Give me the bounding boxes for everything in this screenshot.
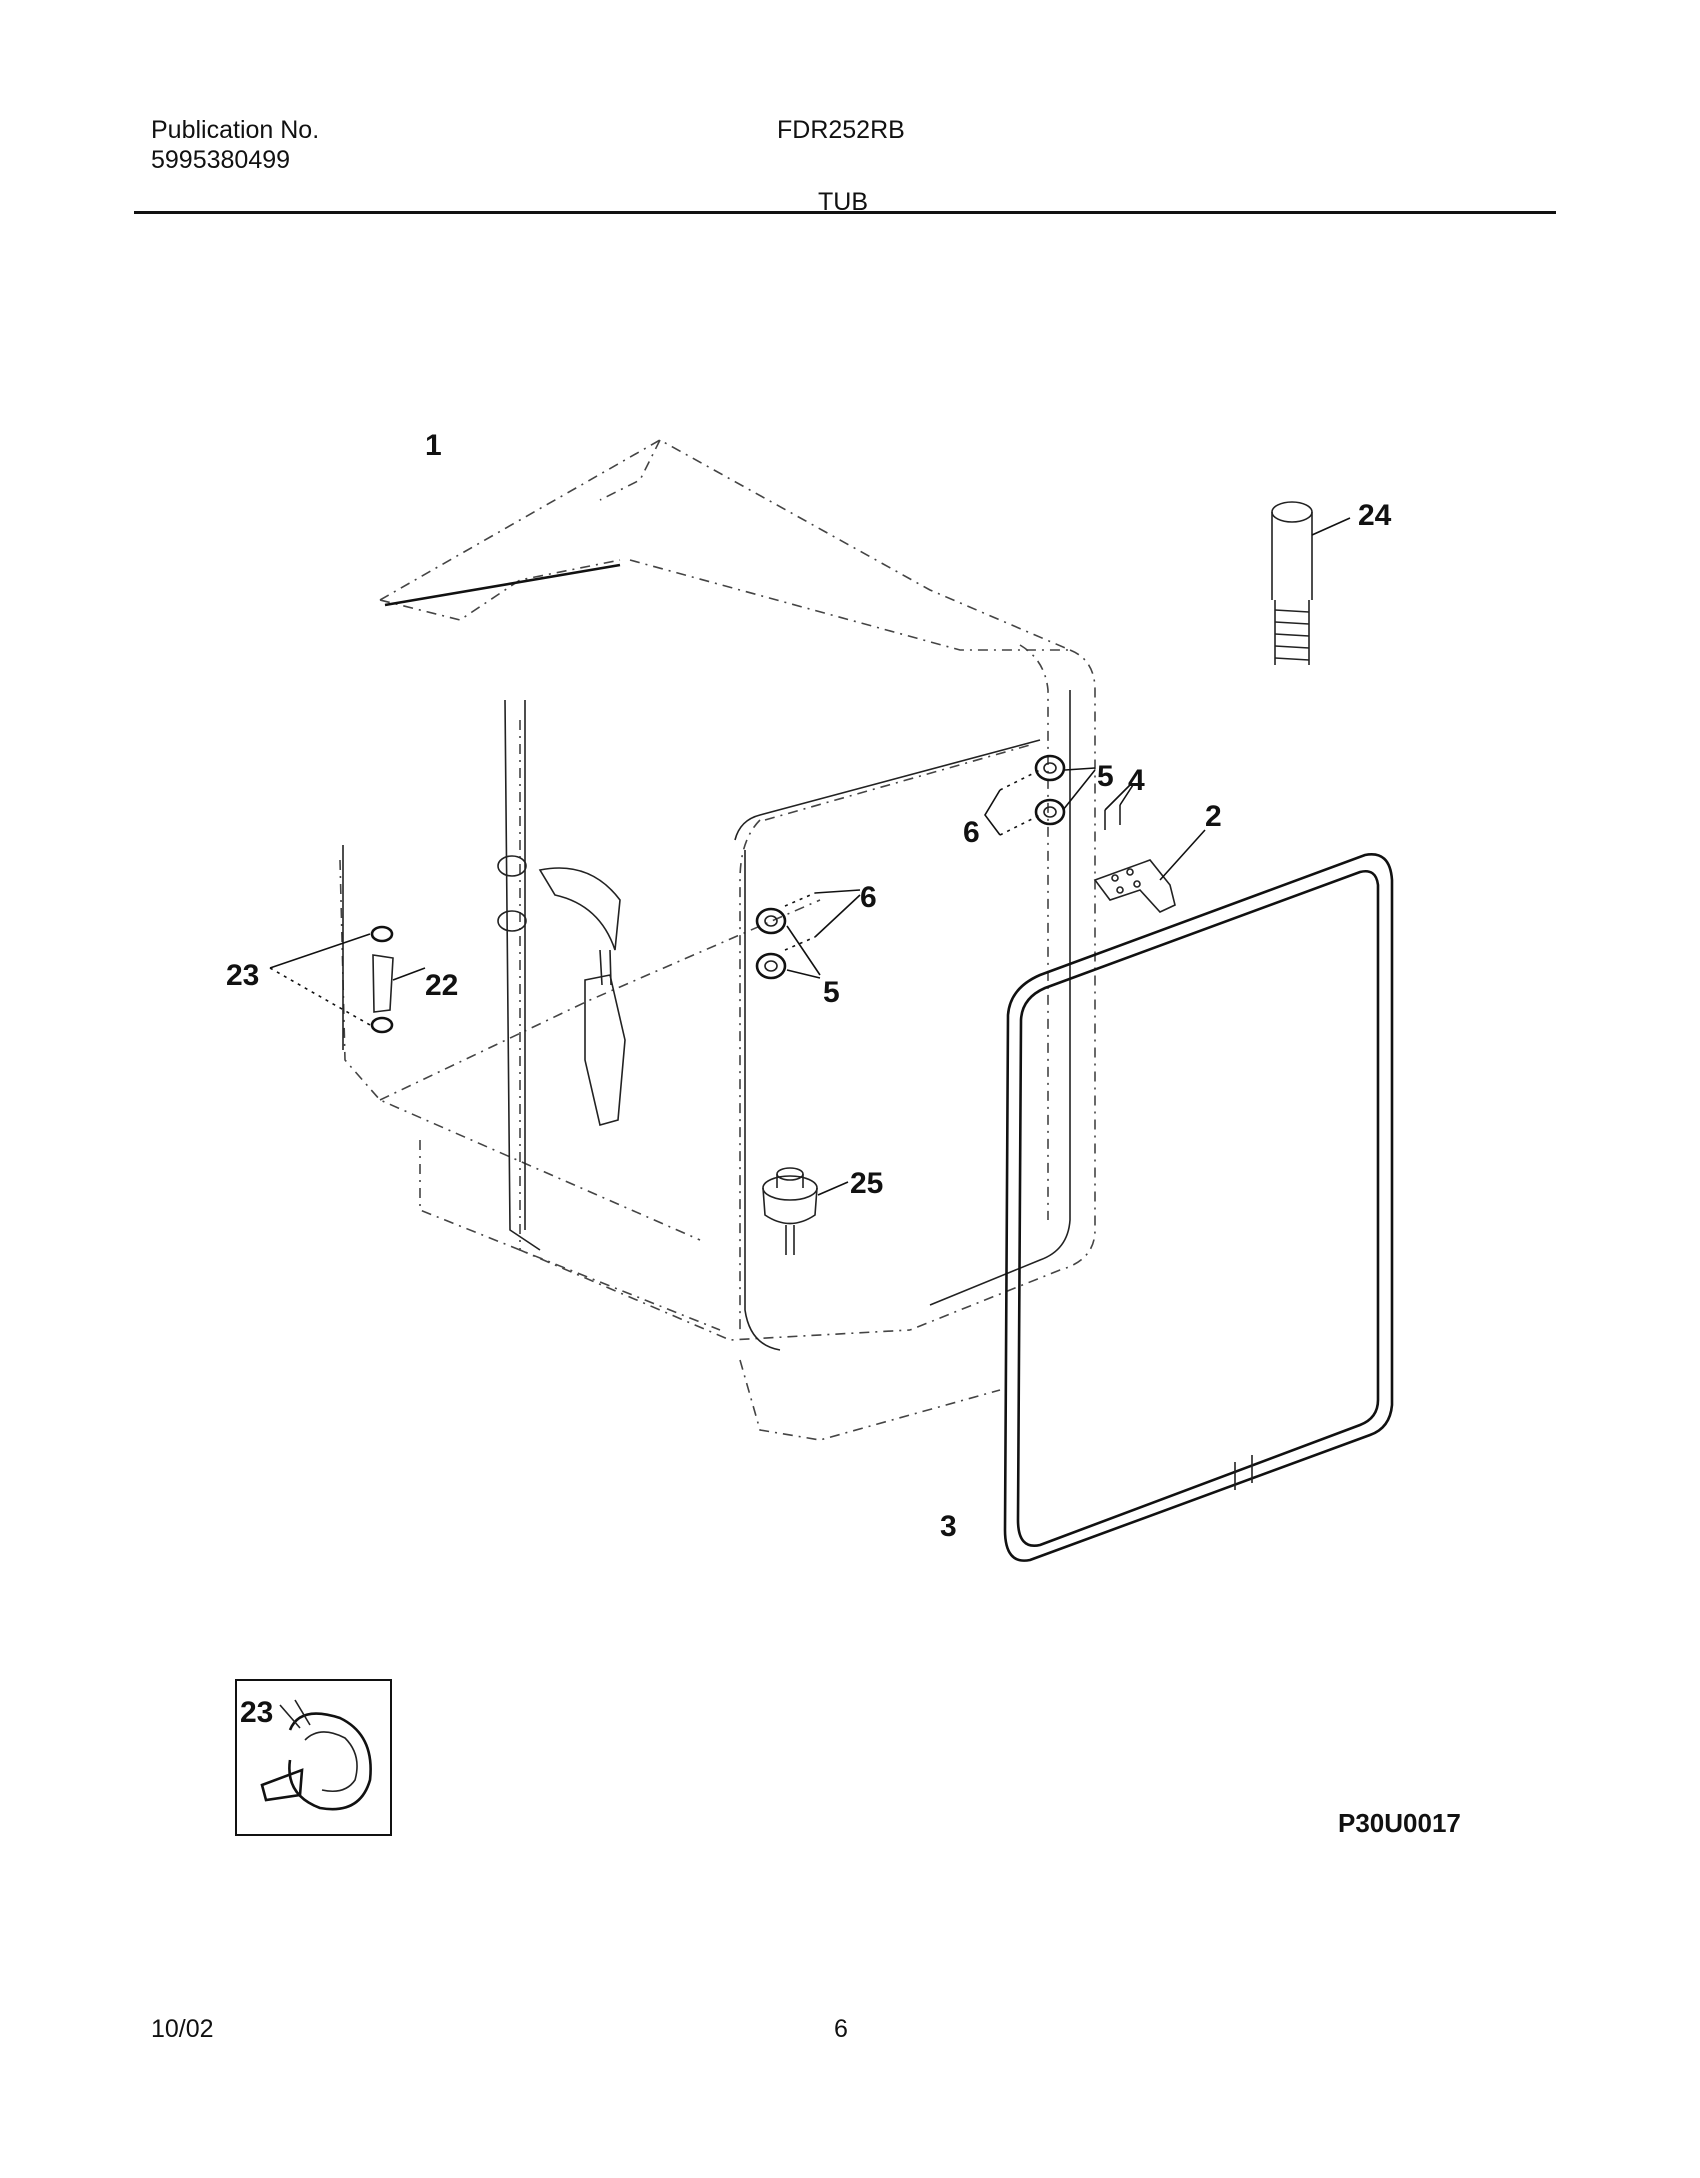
callout-1: 1 (425, 429, 442, 462)
callout-23: 23 (226, 959, 259, 992)
callout-22: 22 (425, 969, 458, 1002)
model-number: FDR252RB (777, 116, 905, 144)
parts-5-6-middle-rollers (755, 889, 861, 980)
callout-6-middle: 6 (860, 881, 877, 914)
publication-number: 5995380499 (151, 146, 291, 174)
callout-24: 24 (1358, 499, 1392, 532)
callout-6-upper: 6 (963, 816, 980, 849)
header-rule (134, 211, 1556, 214)
diagram-code: P30U0017 (1338, 1808, 1461, 1838)
tub-body (339, 439, 1096, 1441)
tub-side-hardware (497, 855, 626, 1126)
part-3-door-gasket (1003, 853, 1394, 1562)
part-2-bracket (1093, 829, 1206, 913)
part-24-tube (1271, 501, 1351, 665)
footer-date: 10/02 (151, 2015, 214, 2043)
publication-label: Publication No. (151, 116, 320, 144)
callout-5-middle: 5 (823, 976, 840, 1009)
parts-22-23-hose-clamps (269, 845, 426, 1050)
parts-5-6-upper-rollers (984, 754, 1134, 836)
callout-4: 4 (1128, 764, 1145, 797)
callout-2: 2 (1205, 800, 1222, 833)
callout-inset-23: 23 (240, 1696, 273, 1729)
callout-3: 3 (940, 1510, 957, 1543)
part-25-float (762, 1167, 849, 1255)
inset-clamp-detail (235, 1679, 392, 1836)
callout-25: 25 (850, 1167, 883, 1200)
callout-5-upper: 5 (1097, 760, 1114, 793)
page-number: 6 (834, 2015, 848, 2043)
